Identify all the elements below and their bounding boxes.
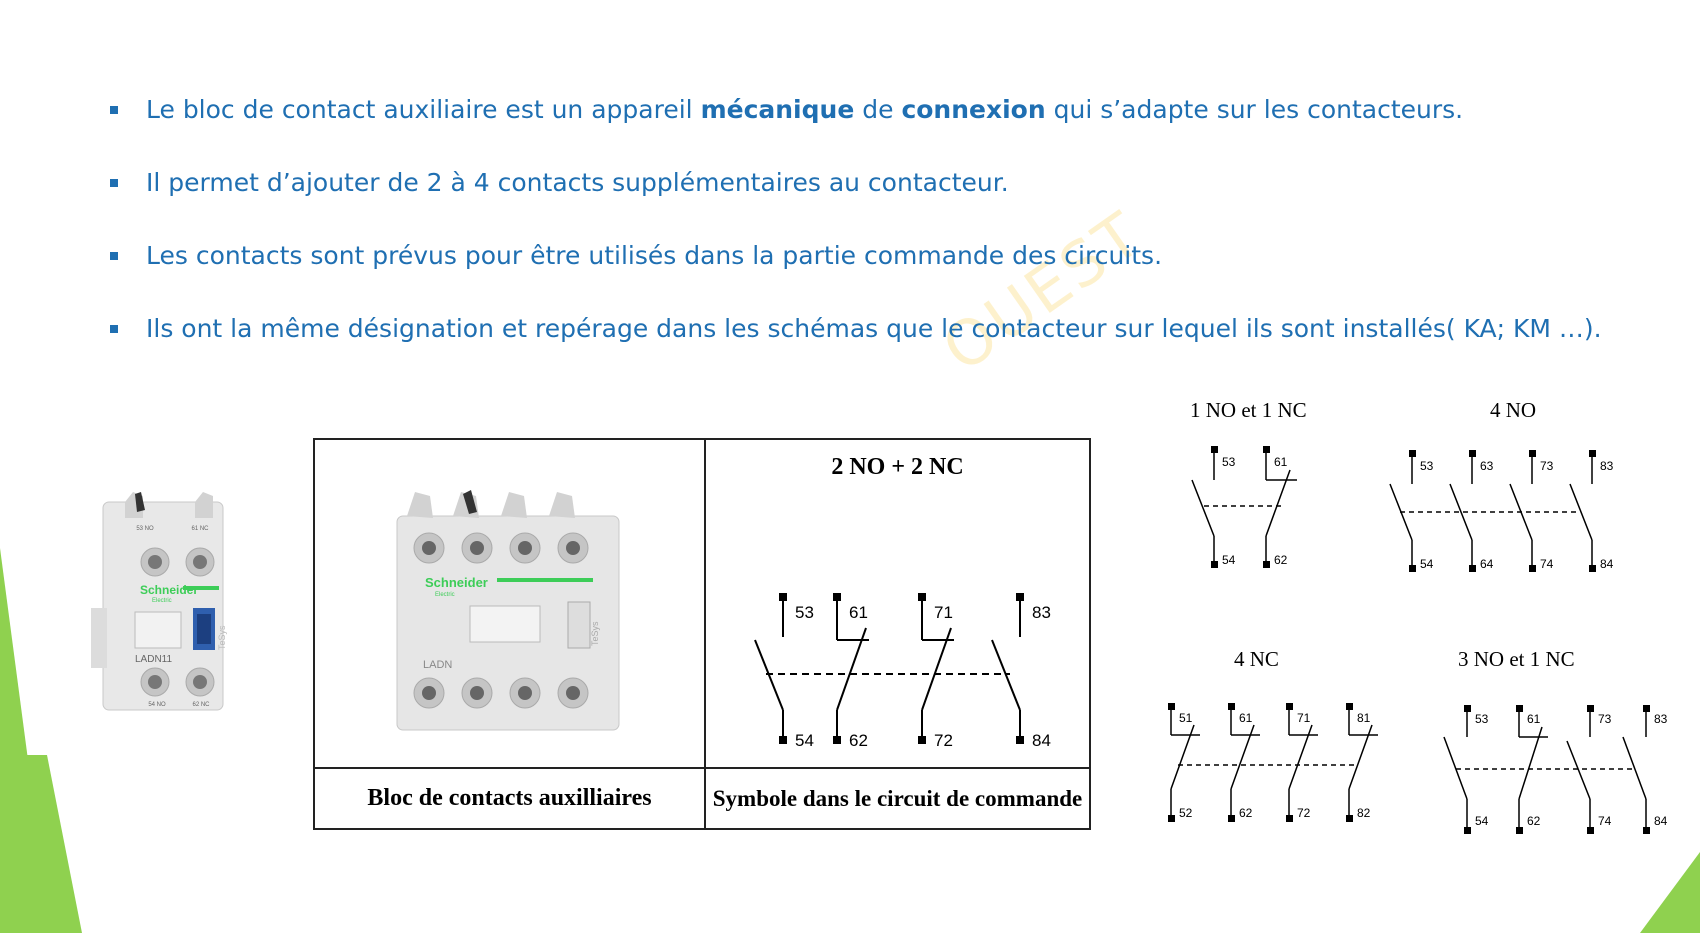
diagram-bottom-number: 52	[1179, 806, 1193, 820]
symbol-top-number: 53	[795, 603, 814, 622]
bullet-text: Les contacts sont prévus pour être utili…	[146, 241, 1163, 270]
diagram-top-number: 61	[1239, 711, 1253, 725]
large-brand-label: Schneider	[425, 575, 488, 590]
bullet-item: Ils ont la même désignation et repérage …	[110, 314, 1670, 344]
symbol-diagram-2no2nc: 53 54 61 62 71 72 83	[754, 593, 1051, 750]
large-block-image: Schneider Electric LADN TeSys	[396, 490, 620, 731]
caption-right: Symbole dans le circuit de commande	[712, 786, 1083, 811]
small-bottom-label-2: 62 NC	[192, 702, 210, 708]
diagram-top-number: 73	[1540, 459, 1554, 473]
bullet-text-pre: Le bloc de contact auxiliaire est un app…	[146, 95, 701, 124]
diagram-title: 3 NO et 1 NC	[1458, 647, 1575, 671]
diagram-top-number: 71	[1297, 711, 1311, 725]
symbol-bottom-number: 84	[1032, 731, 1051, 750]
symbol-bottom-number: 54	[795, 731, 814, 750]
left-bottom-green-shape	[0, 755, 82, 933]
table-divider-horizontal	[315, 767, 1089, 769]
diagram-bottom-number: 84	[1600, 557, 1614, 571]
large-model-label: LADN	[423, 659, 452, 671]
diagram-top-number: 53	[1420, 459, 1434, 473]
diagram-bottom-number: 62	[1527, 814, 1541, 828]
symbol-bottom-number: 62	[849, 731, 868, 750]
diagram-top-number: 63	[1480, 459, 1494, 473]
diagram-top-number: 83	[1654, 712, 1668, 726]
symbol-top-number: 61	[849, 603, 868, 622]
bullet-item: Le bloc de contact auxiliaire est un app…	[110, 95, 1670, 125]
small-top-label-1: 53 NO	[136, 526, 154, 532]
diagram-bottom-number: 62	[1239, 806, 1253, 820]
contact-block-table: Schneider Electric LADN TeSys 2 NO + 2 N…	[313, 438, 1091, 830]
diagram-bottom-number: 54	[1222, 553, 1236, 567]
caption-left: Bloc de contacts auxilliaires	[367, 785, 652, 811]
bullet-square-icon	[110, 325, 118, 333]
bullet-text: Ils ont la même désignation et repérage …	[146, 314, 1602, 343]
bullet-list: Le bloc de contact auxiliaire est un app…	[110, 95, 1670, 387]
left-green-shape	[0, 548, 28, 760]
symbol-top-number: 71	[934, 603, 953, 622]
diagram-bottom-number: 62	[1274, 553, 1288, 567]
small-top-label-2: 61 NC	[191, 526, 209, 532]
diagram-top-number: 81	[1357, 711, 1371, 725]
bullet-bold-mecanique: mécanique	[700, 95, 855, 124]
bullet-bold-connexion: connexion	[901, 95, 1046, 124]
diagram-top-number: 53	[1475, 712, 1489, 726]
large-side-label: TeSys	[590, 621, 600, 646]
diagram-top-number: 73	[1598, 712, 1612, 726]
small-model-label: LADN11	[135, 654, 172, 665]
diagram-top-number: 51	[1179, 711, 1193, 725]
diagram-3no-1nc: 53 54 61 62 73 74 83 84	[1443, 705, 1668, 834]
diagram-bottom-number: 74	[1598, 814, 1612, 828]
symbol-bottom-number: 72	[934, 731, 953, 750]
diagram-bottom-number: 82	[1357, 806, 1371, 820]
diagram-title: 4 NC	[1234, 647, 1279, 671]
large-brand-sub: Electric	[435, 592, 455, 598]
bullet-square-icon	[110, 252, 118, 260]
bullet-square-icon	[110, 179, 118, 187]
bullet-item: Il permet d’ajouter de 2 à 4 contacts su…	[110, 168, 1670, 198]
bullet-item: Les contacts sont prévus pour être utili…	[110, 241, 1670, 271]
diagram-bottom-number: 74	[1540, 557, 1554, 571]
bullet-text-mid: de	[854, 95, 902, 124]
symbol-title: 2 NO + 2 NC	[831, 454, 964, 480]
small-side-label: TeSys	[217, 625, 227, 650]
auxiliary-block-image: 53 NO 61 NC Schneider Electric LADN11 Te…	[91, 492, 227, 711]
diagram-4no: 53 54 63 64 73 74 83 84	[1389, 450, 1614, 572]
diagram-bottom-number: 54	[1420, 557, 1434, 571]
diagram-title: 1 NO et 1 NC	[1190, 398, 1307, 422]
diagram-bottom-number: 84	[1654, 814, 1668, 828]
small-bottom-label-1: 54 NO	[148, 702, 166, 708]
diagram-bottom-number: 64	[1480, 557, 1494, 571]
bullet-square-icon	[110, 106, 118, 114]
diagram-1no-1nc: 53 54 61 62	[1191, 446, 1297, 568]
small-brand-sub: Electric	[152, 598, 172, 604]
symbol-top-number: 83	[1032, 603, 1051, 622]
diagram-top-number: 61	[1527, 712, 1541, 726]
diagram-bottom-number: 54	[1475, 814, 1489, 828]
right-green-shape	[1640, 852, 1700, 933]
diagram-top-number: 83	[1600, 459, 1614, 473]
diagram-top-number: 53	[1222, 455, 1236, 469]
table-divider-vertical	[704, 440, 706, 828]
bullet-text: Il permet d’ajouter de 2 à 4 contacts su…	[146, 168, 1009, 197]
diagram-4nc: 51 52 61 62 71 72 81 82	[1168, 703, 1378, 822]
bullet-text-post: qui s’adapte sur les contacteurs.	[1045, 95, 1464, 124]
diagram-bottom-number: 72	[1297, 806, 1311, 820]
diagram-title: 4 NO	[1490, 398, 1537, 422]
diagram-top-number: 61	[1274, 455, 1288, 469]
